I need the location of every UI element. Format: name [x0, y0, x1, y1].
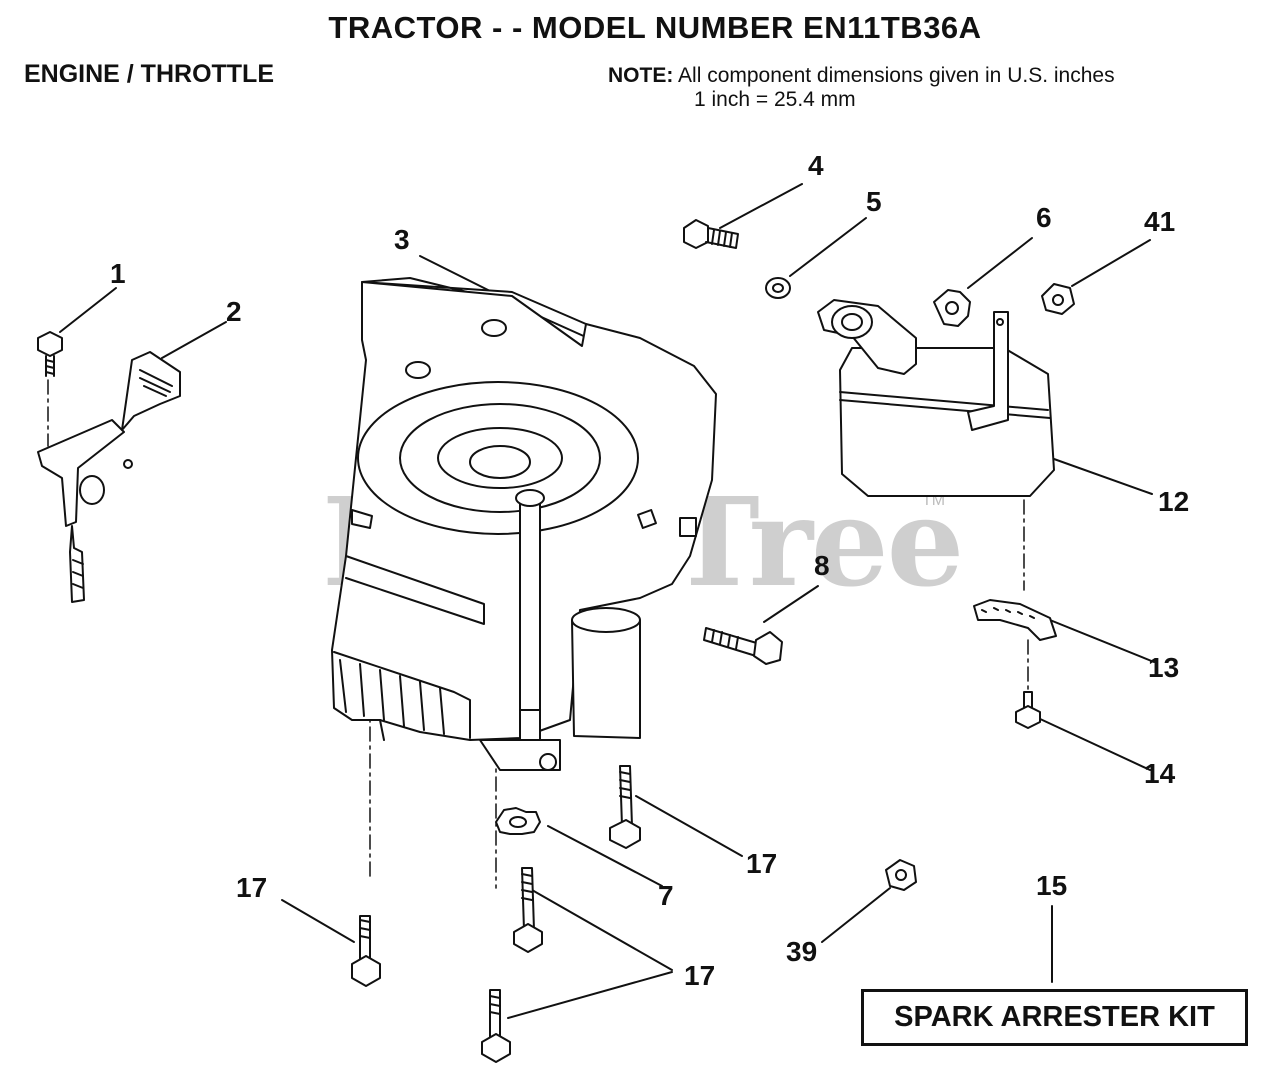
note-line-2: 1 inch = 25.4 mm: [694, 88, 856, 111]
callout-15: 15: [1036, 870, 1068, 901]
leader-lines: [59, 183, 1155, 1019]
part-8-bolt: [703, 627, 783, 665]
callout-8: 8: [814, 550, 830, 581]
part-41-nut: [1041, 283, 1075, 315]
note: NOTE: All component dimensions given in …: [608, 64, 1115, 112]
spark-arrester-kit-box: SPARK ARRESTER KIT: [861, 989, 1248, 1046]
callout-14: 14: [1144, 758, 1176, 789]
callout-6: 6: [1036, 202, 1052, 233]
callout-5: 5: [866, 186, 882, 217]
part-5-washer: [765, 277, 791, 299]
part-14-screw: [1015, 691, 1041, 729]
part-39-nut: [885, 859, 917, 891]
callout-13: 13: [1148, 652, 1180, 683]
part-17-bolt-middle: [513, 867, 543, 953]
part-2-throttle-control: [37, 351, 181, 603]
part-6-gasket: [933, 289, 971, 327]
callout-2: 2: [226, 296, 242, 327]
part-4-bolt: [683, 219, 739, 249]
note-line-1: All component dimensions given in U.S. i…: [678, 64, 1115, 87]
part-13-screen: [973, 599, 1057, 641]
section-title: ENGINE / THROTTLE: [24, 60, 274, 88]
spark-arrester-kit-label: SPARK ARRESTER KIT: [894, 1001, 1215, 1033]
callout-17-upper: 17: [746, 848, 778, 879]
part-3-engine: [331, 277, 717, 771]
part-7-lock-washer: [495, 807, 541, 835]
callout-17-bottom: 17: [684, 960, 716, 991]
callout-7: 7: [658, 880, 674, 911]
callout-3: 3: [394, 224, 410, 255]
part-17-bolt-bottom: [481, 989, 511, 1063]
callout-41: 41: [1144, 206, 1176, 237]
part-17-bolt-left: [351, 915, 381, 987]
part-1-screw: [37, 331, 63, 377]
note-label: NOTE:: [608, 64, 674, 87]
part-12-muffler: [817, 299, 1055, 497]
callout-39: 39: [786, 936, 818, 967]
callout-1: 1: [110, 258, 126, 289]
part-17-bolt-upper: [609, 765, 641, 849]
callout-12: 12: [1158, 486, 1190, 517]
callout-4: 4: [808, 150, 824, 181]
alignment-lines: [47, 379, 1029, 889]
page-title: TRACTOR - - MODEL NUMBER EN11TB36A: [328, 10, 982, 45]
callout-17-left: 17: [236, 872, 268, 903]
